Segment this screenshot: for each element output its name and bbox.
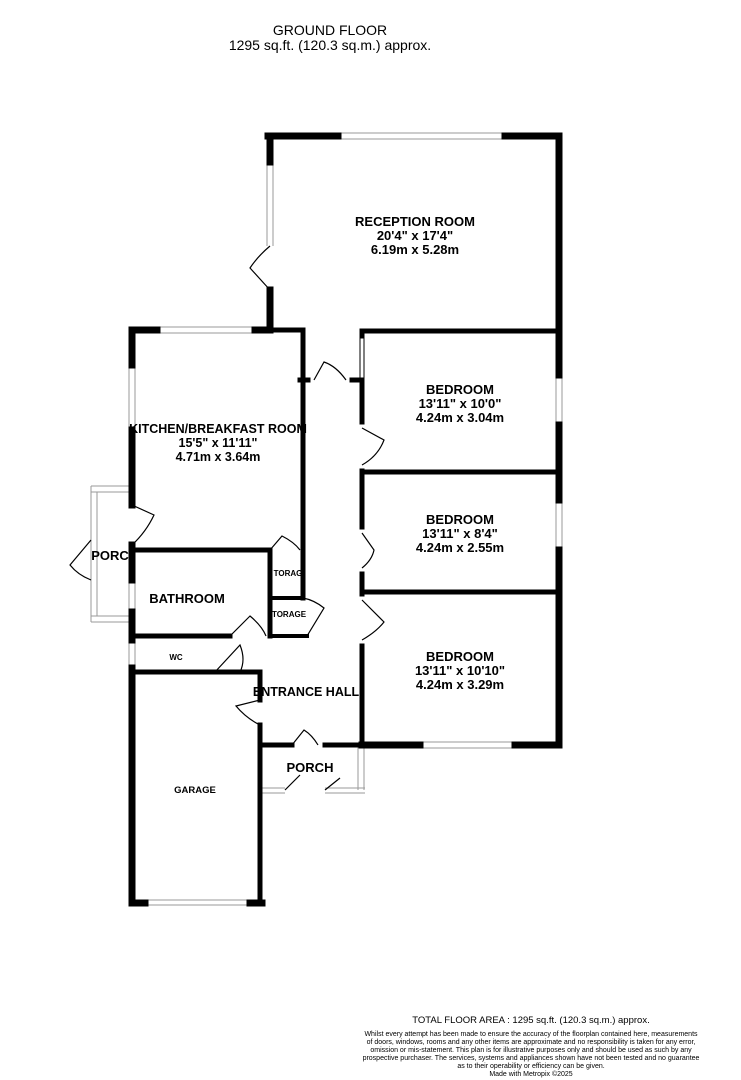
reception-name: RECEPTION ROOM — [355, 214, 475, 229]
reception-metric: 6.19m x 5.28m — [371, 242, 459, 257]
bathroom-door — [229, 615, 267, 637]
total-floor-area: TOTAL FLOOR AREA : 1295 sq.ft. (120.3 sq… — [412, 1015, 650, 1026]
storage1-name: TORAG — [274, 569, 303, 578]
wc-door — [214, 643, 244, 673]
disclaimer-line-5: as to their operability or efficiency ca… — [457, 1063, 605, 1070]
porch-front-door-b — [284, 774, 301, 791]
bedroom2-metric: 4.24m x 2.55m — [416, 540, 504, 555]
floor-title: GROUND FLOOR — [272, 22, 388, 38]
porch-front-door-a — [291, 729, 319, 746]
bedroom1-name: BEDROOM — [426, 382, 494, 397]
kitchen-metric: 4.71m x 3.64m — [176, 450, 261, 464]
reception-imperial: 20'4" x 17'4" — [377, 228, 453, 243]
disclaimer-line-3: omission or mis-statement. This plan is … — [370, 1047, 692, 1054]
reception-door — [249, 245, 271, 291]
bedroom2-imperial: 13'11" x 8'4" — [422, 526, 498, 541]
porch-front-door-c — [324, 777, 341, 791]
bedroom2-door — [361, 532, 375, 569]
garage-name: GARAGE — [174, 785, 216, 796]
bedroom3-imperial: 13'11" x 10'10" — [415, 663, 505, 678]
porch-side-door-a — [69, 539, 92, 581]
bedroom3-name: BEDROOM — [426, 649, 494, 664]
bedroom1-imperial: 13'11" x 10'0" — [419, 396, 502, 411]
bathroom-name: BATHROOM — [149, 591, 225, 606]
windows — [90, 132, 563, 906]
floor-area: 1295 sq.ft. (120.3 sq.m.) approx. — [228, 37, 432, 53]
storage2-name: TORAGE — [272, 610, 307, 619]
hall-door — [234, 699, 261, 726]
room-labels: RECEPTION ROOM 20'4" x 17'4" 6.19m x 5.2… — [91, 214, 505, 796]
kitchen-imperial: 15'5" x 11'11" — [179, 436, 258, 450]
disclaimer-line-2: of doors, windows, rooms and any other i… — [366, 1039, 696, 1046]
bedroom3-door — [361, 599, 385, 641]
wc-name: WC — [169, 653, 183, 662]
walls — [128, 132, 563, 907]
porch-front-name: PORCH — [287, 760, 334, 775]
reception-hall-door — [313, 361, 347, 381]
door-swings — [69, 245, 385, 791]
bedroom2-name: BEDROOM — [426, 512, 494, 527]
disclaimer-line-1: Whilst every attempt has been made to en… — [364, 1031, 698, 1038]
entrance-hall-name: ENTRANCE HALL — [253, 685, 360, 699]
credit: Made with Metropix ©2025 — [489, 1071, 573, 1078]
storage2-door — [302, 597, 325, 637]
disclaimer-line-4: prospective purchaser. The services, sys… — [362, 1055, 700, 1062]
kitchen-name: KITCHEN/BREAKFAST ROOM — [129, 422, 307, 436]
storage1-door — [269, 535, 301, 551]
porch-side-name: PORC — [91, 548, 129, 563]
kitchen-porch-door — [131, 504, 155, 546]
bedroom1-metric: 4.24m x 3.04m — [416, 410, 504, 425]
bedroom3-metric: 4.24m x 3.29m — [416, 677, 504, 692]
bedroom1-door — [361, 427, 385, 466]
